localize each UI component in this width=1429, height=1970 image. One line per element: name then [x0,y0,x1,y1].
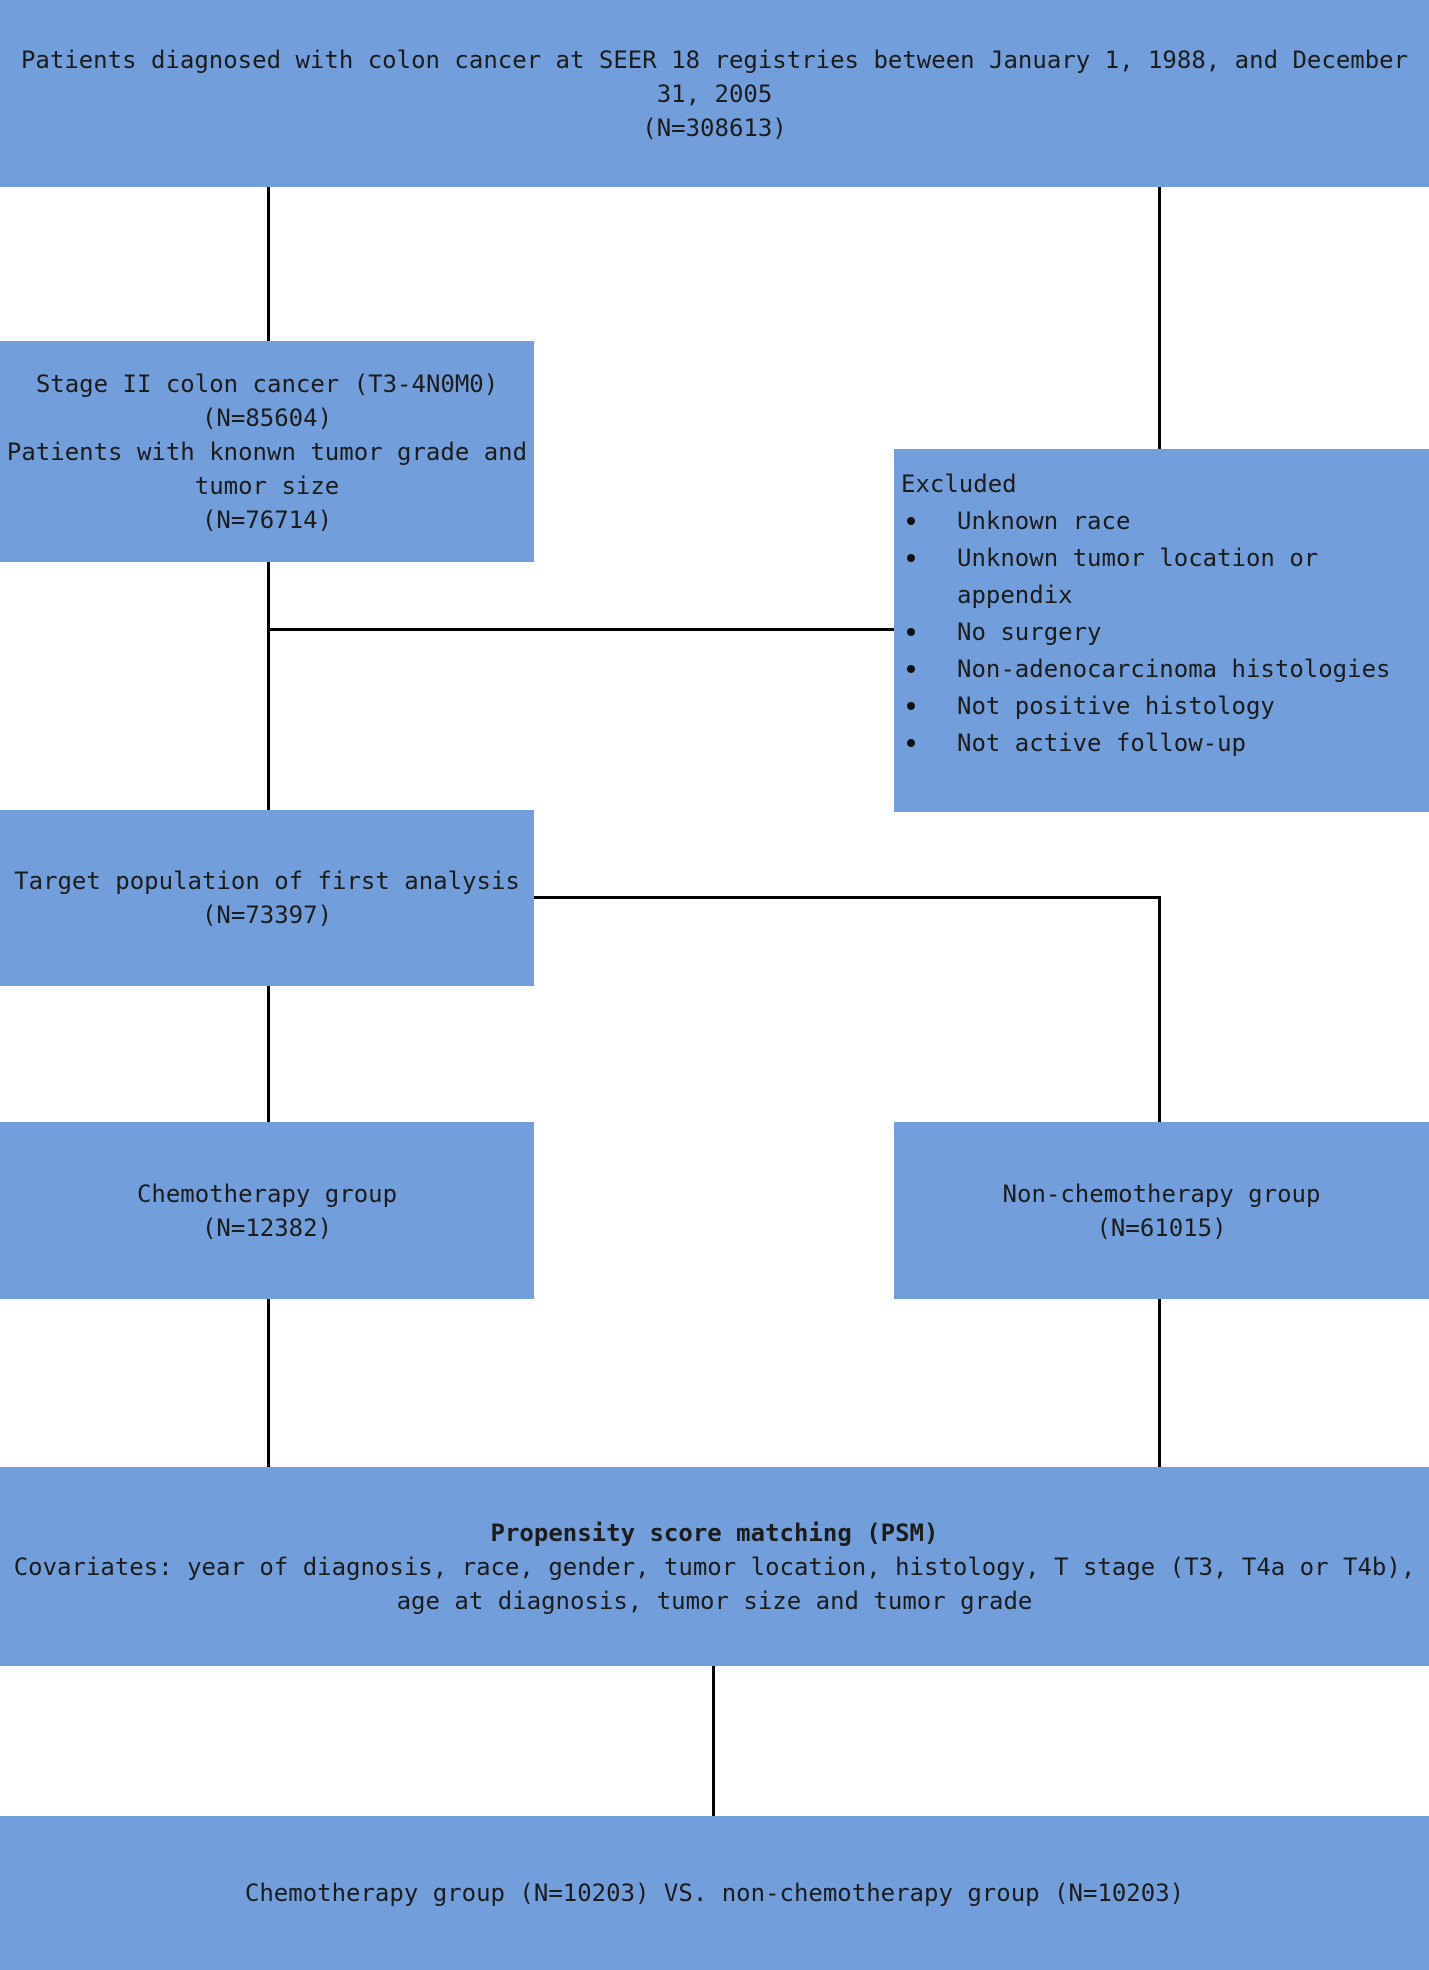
seer-box-count: (N=308613) [642,113,787,142]
connector-chemo-to-psm [267,1298,270,1468]
excluded-item-text: Not active follow-up [957,729,1246,757]
excluded-box: Excluded Unknown race Unknown tumor loca… [894,449,1429,812]
stage2-box: Stage II colon cancer (T3-4N0M0) (N=8560… [0,341,534,562]
connector-stage2-to-target [267,561,270,811]
excluded-item-text: Non-adenocarcinoma histologies [957,655,1391,683]
excluded-box-title: Excluded [901,470,1017,498]
seer-population-box: Patients diagnosed with colon cancer at … [0,0,1429,187]
stage2-box-line1: Stage II colon cancer (T3-4N0M0) [35,369,499,398]
excluded-item: Unknown race [901,503,1429,540]
excluded-item: Not positive histology [901,688,1429,725]
psm-box-title: Propensity score matching (PSM) [490,1518,939,1547]
target-box-line1: Target population of first analysis [14,867,520,895]
excluded-item-text-cont: appendix [957,581,1073,609]
chemo-box-line1: Chemotherapy group [136,1179,398,1208]
connector-seer-to-excluded [1158,187,1161,449]
excluded-item-text: Unknown tumor location or [957,544,1319,572]
stage2-box-count1: (N=85604) [201,403,333,432]
target-population-box: Target population of first analysis (N=7… [0,810,534,986]
non-chemotherapy-group-box: Non-chemotherapy group (N=61015) [894,1122,1429,1299]
excluded-item: No surgery [901,614,1429,651]
excluded-item: Not active follow-up [901,725,1429,762]
excluded-item-text: Not positive histology [957,692,1275,720]
connector-branch-to-excluded [267,628,894,631]
matched-groups-box: Chemotherapy group (N=10203) VS. non-che… [0,1816,1429,1970]
seer-box-line1: Patients diagnosed with colon cancer at … [20,45,1409,74]
connector-seer-to-stage2 [267,187,270,342]
connector-branch-to-nonchemo [1158,896,1161,1122]
excluded-item-text: Unknown race [957,507,1131,535]
psm-box-line2: age at diagnosis, tumor size and tumor g… [396,1586,1033,1615]
excluded-item: Unknown tumor location or appendix [901,540,1429,614]
chemo-box-count: (N=12382) [201,1213,333,1242]
connector-nonchemo-to-psm [1158,1298,1161,1468]
target-box-count: (N=73397) [201,901,333,929]
connector-psm-to-result [712,1665,715,1817]
nonchemo-box-line1: Non-chemotherapy group [1002,1179,1321,1208]
excluded-item: Non-adenocarcinoma histologies [901,651,1429,688]
connector-target-to-chemo [267,985,270,1122]
stage2-box-line2: Patients with knonwn tumor grade and [6,437,528,466]
result-box-line1: Chemotherapy group (N=10203) VS. non-che… [244,1879,1185,1907]
psm-box: Propensity score matching (PSM) Covariat… [0,1467,1429,1666]
stage2-box-count2: (N=76714) [201,505,333,534]
seer-box-line2: 31, 2005 [656,79,773,108]
excluded-item-text: No surgery [957,618,1102,646]
psm-box-line1: Covariates: year of diagnosis, race, gen… [13,1552,1416,1581]
nonchemo-box-count: (N=61015) [1096,1213,1227,1242]
connector-target-branch [534,896,1161,899]
chemotherapy-group-box: Chemotherapy group (N=12382) [0,1122,534,1299]
excluded-list: Unknown race Unknown tumor location or ap… [901,503,1429,762]
stage2-box-line3: tumor size [194,471,340,500]
